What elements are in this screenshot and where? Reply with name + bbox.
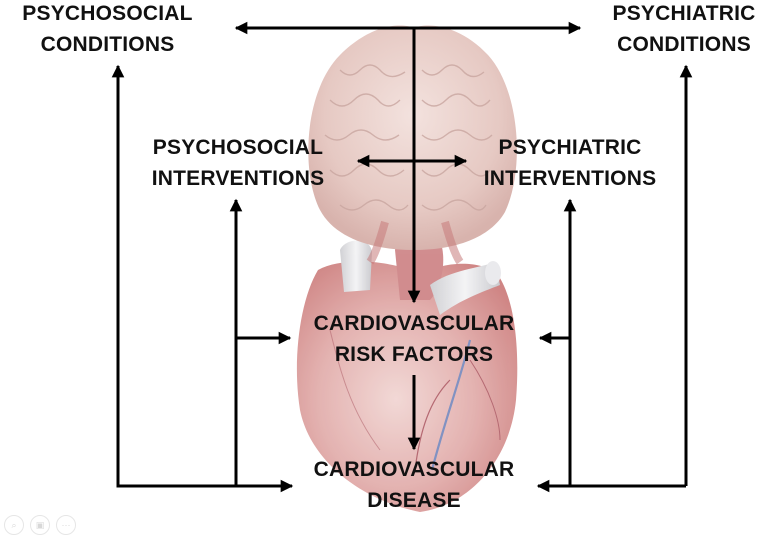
node-line: PSYCHOSOCIAL bbox=[152, 136, 324, 159]
node-line: PSYCHIATRIC bbox=[612, 2, 756, 25]
node-line: CARDIOVASCULAR bbox=[313, 312, 515, 335]
node-line: INTERVENTIONS bbox=[483, 167, 657, 190]
node-psychiatric-interventions: PSYCHIATRIC INTERVENTIONS bbox=[472, 132, 668, 194]
node-line: PSYCHIATRIC bbox=[498, 136, 642, 159]
node-psychosocial-conditions: PSYCHOSOCIAL CONDITIONS bbox=[0, 0, 215, 60]
node-line: PSYCHOSOCIAL bbox=[22, 2, 193, 25]
node-line: DISEASE bbox=[367, 489, 461, 512]
node-line: INTERVENTIONS bbox=[151, 167, 325, 190]
node-cardiovascular-risk-factors: CARDIOVASCULAR RISK FACTORS bbox=[296, 308, 532, 370]
node-psychiatric-conditions: PSYCHIATRIC CONDITIONS bbox=[600, 0, 768, 60]
viewer-controls: ⌕ ▣ ··· bbox=[4, 515, 76, 535]
node-line: CONDITIONS bbox=[617, 33, 751, 56]
node-line: CONDITIONS bbox=[40, 33, 175, 56]
connector-lines bbox=[111, 21, 693, 493]
node-line: RISK FACTORS bbox=[334, 343, 494, 366]
image-icon[interactable]: ▣ bbox=[30, 515, 50, 535]
node-line: CARDIOVASCULAR bbox=[313, 458, 515, 481]
more-icon[interactable]: ··· bbox=[56, 515, 76, 535]
node-cardiovascular-disease: CARDIOVASCULAR DISEASE bbox=[296, 454, 532, 516]
left-outer-loop bbox=[111, 64, 290, 488]
zoom-icon[interactable]: ⌕ bbox=[4, 515, 24, 535]
node-psychosocial-interventions: PSYCHOSOCIAL INTERVENTIONS bbox=[140, 132, 336, 194]
